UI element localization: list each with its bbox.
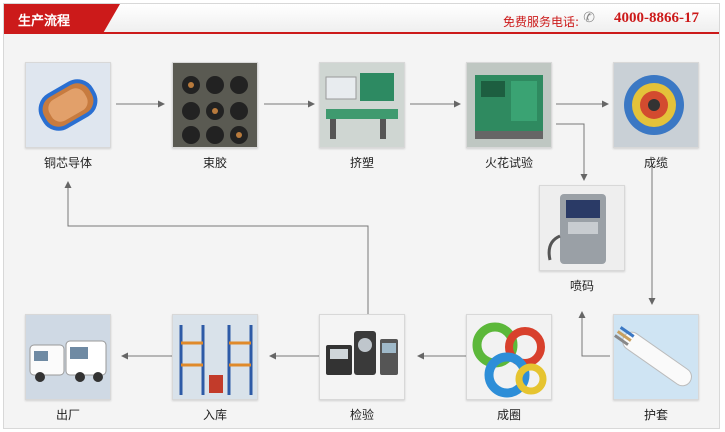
copper-wire-spool-image [25, 62, 111, 148]
step-label: 铜芯导体 [43, 156, 92, 170]
panel-header: 生产流程 免费服务电话: ✆ 4000-8866-17 [4, 4, 719, 34]
step-shipping: 出厂 [25, 314, 111, 423]
delivery-trucks-image [25, 314, 111, 400]
step-label: 束胶 [202, 156, 227, 170]
warehouse-image [172, 314, 258, 400]
step-inspection: 检验 [319, 314, 405, 423]
phone-icon: ✆ [583, 10, 595, 26]
process-panel: 生产流程 免费服务电话: ✆ 4000-8866-17 [3, 3, 720, 429]
step-cabling: 成缆 [613, 62, 699, 171]
title-tab [4, 4, 120, 32]
step-coiling: 成圈 [466, 314, 552, 423]
step-sheathing: 护套 [613, 314, 699, 423]
step-label: 喷码 [569, 279, 594, 293]
page-title: 生产流程 [18, 14, 71, 29]
step-label: 入库 [202, 408, 227, 422]
step-label: 出厂 [55, 408, 80, 422]
testing-instruments-image [319, 314, 405, 400]
step-spark-test: 火花试验 [466, 62, 552, 171]
inkjet-printer-image [539, 185, 625, 271]
extrusion-line-image [319, 62, 405, 148]
step-label: 挤塑 [349, 156, 374, 170]
step-extrusion: 挤塑 [319, 62, 405, 171]
hotline-label: 免费服务电话: [502, 15, 579, 29]
step-warehousing: 入库 [172, 314, 258, 423]
cabling-machine-image [613, 62, 699, 148]
step-label: 护套 [643, 408, 668, 422]
step-bunching: 束胶 [172, 62, 258, 171]
step-label: 成圈 [496, 408, 521, 422]
step-label: 成缆 [643, 156, 668, 170]
bunching-machine-image [172, 62, 258, 148]
step-copper-conductor: 铜芯导体 [25, 62, 111, 171]
step-label: 火花试验 [484, 156, 533, 170]
hotline-number: 4000-8866-17 [614, 10, 699, 26]
spark-tester-image [466, 62, 552, 148]
step-inkjet-coding: 喷码 [539, 185, 625, 294]
sheathed-cable-image [613, 314, 699, 400]
arrow-9-1 [64, 181, 369, 316]
arrow-4-6 [556, 123, 588, 181]
arrow-7-6 [578, 311, 610, 357]
cable-coils-image [466, 314, 552, 400]
step-label: 检验 [349, 408, 374, 422]
